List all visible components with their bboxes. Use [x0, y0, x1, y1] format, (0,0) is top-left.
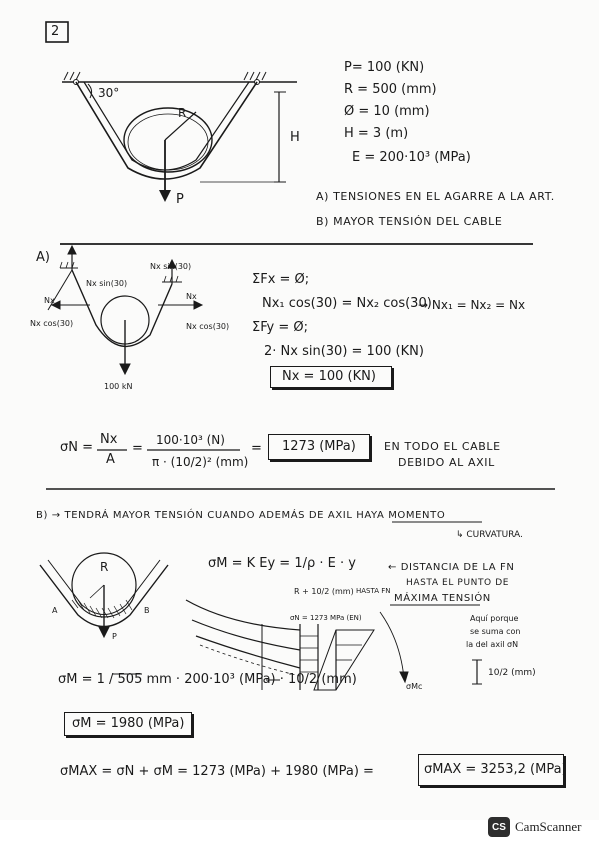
equation-horizontal-result: → Nx₁ = Nx₂ = Nx	[418, 298, 526, 312]
fbd-load: 100 kN	[104, 382, 133, 391]
angle-arc	[87, 83, 93, 99]
right-support-hatch	[243, 71, 267, 81]
equation-vertical: 2· Nx sin(30) = 100 (KN)	[264, 344, 424, 359]
detail-p-label: P	[112, 632, 117, 641]
sigma-m-formula: σM = K Ey = 1/ρ · E · y	[208, 556, 356, 571]
problem-number-box	[45, 21, 69, 43]
aqui-note-3: la del axil σN	[466, 640, 519, 649]
half-diameter-label: 10/2 (mm)	[488, 668, 536, 678]
equals-sign-1: =	[132, 441, 143, 456]
fbd-nx-sin30-left: Nx sin(30)	[86, 279, 128, 288]
distance-note-3: MÁXIMA TENSIÓN	[394, 593, 491, 604]
curvatura-note: ↳ CURVATURA.	[456, 530, 523, 540]
nx-result-box	[270, 366, 392, 388]
left-support-hatch	[63, 71, 81, 81]
angle-label: 30°	[98, 86, 120, 100]
equation-sum-fy: ΣFy = Ø;	[252, 320, 308, 335]
sigma-n-small-label: σN = 1273 MPa (EN)	[290, 614, 362, 622]
equals-sign-2: =	[251, 441, 262, 456]
load-label: P	[176, 192, 184, 207]
distance-note-2: HASTA EL PUNTO DE	[406, 578, 510, 588]
sigma-m-result-box	[64, 712, 192, 736]
fraction-nx: Nx	[100, 432, 118, 447]
height-label: H	[290, 130, 300, 145]
given-p: P= 100 (KN)	[344, 60, 425, 75]
sigma-n-result-box	[268, 434, 370, 460]
half-diameter-dim	[472, 659, 482, 685]
sigma-m-calculation: σM = 1 / 505 mm · 200·10³ (MPa) · 10/2 (…	[58, 672, 357, 687]
fbd-nx-sin30-right: Nx sin(30)	[150, 262, 192, 271]
note-due-axial: DEBIDO AL AXIL	[398, 456, 495, 469]
problem-number: 2	[51, 24, 60, 39]
fbd-nx-left: Nx	[44, 296, 55, 305]
fbd-nx-cos30-left: Nx cos(30)	[30, 319, 74, 328]
aqui-note-2: se suma con	[470, 627, 521, 636]
sigma-m-corner-label: σMc	[406, 682, 423, 691]
fraction-a: A	[106, 452, 115, 467]
y-note: HASTA FN	[356, 587, 391, 595]
sigma-m-result: σM = 1980 (MPa)	[72, 716, 185, 731]
figure-stress-diagram	[185, 599, 409, 691]
radius-label: R	[178, 106, 187, 120]
equation-sum-fx: ΣFx = Ø;	[252, 272, 310, 287]
load-arrowhead	[159, 190, 171, 202]
question-a: A) TENSIONES EN EL AGARRE A LA ART.	[316, 190, 555, 203]
camscanner-watermark: CS CamScanner	[488, 816, 581, 838]
sigma-n-label: σN =	[60, 440, 93, 455]
sigma-max-result-box	[418, 754, 564, 786]
sigma-max-calculation: σMAX = σN + σM = 1273 (MPa) + 1980 (MPa)…	[60, 764, 374, 779]
nx-result: Nx = 100 (KN)	[282, 369, 376, 384]
aqui-note-1: Aquí porque	[470, 614, 519, 623]
fraction-force: 100·10³ (N)	[156, 433, 225, 447]
part-a-marker: A)	[36, 250, 50, 265]
rho-note: R + 10/2 (mm)	[294, 587, 354, 596]
given-r: R = 500 (mm)	[344, 82, 437, 97]
note-whole-cable: EN TODO EL CABLE	[384, 440, 501, 453]
question-b: B) MAYOR TENSIÓN DEL CABLE	[316, 215, 503, 228]
free-body-diagram	[47, 244, 204, 376]
camscanner-text: CamScanner	[515, 819, 582, 834]
distance-note-1: ← DISTANCIA DE LA FN	[388, 562, 515, 573]
sigma-n-result: 1273 (MPa)	[282, 439, 356, 454]
camscanner-logo-icon: CS	[488, 817, 510, 837]
sigma-max-result: σMAX = 3253,2 (MPa)	[424, 762, 567, 777]
detail-b-label: B	[144, 606, 150, 615]
given-phi: Ø = 10 (mm)	[344, 104, 430, 119]
pulley-circle	[123, 107, 213, 173]
part-b-statement: B) → TENDRÁ MAYOR TENSIÓN CUANDO ADEMÁS …	[36, 510, 446, 521]
fbd-nx-right: Nx	[186, 292, 197, 301]
equation-horizontal: Nx₁ cos(30) = Nx₂ cos(30)	[262, 296, 432, 311]
fraction-area: π · (10/2)² (mm)	[152, 455, 249, 469]
given-e: E = 200·10³ (MPa)	[352, 150, 471, 165]
detail-r-label: R	[100, 560, 109, 574]
detail-a-label: A	[52, 606, 58, 615]
figure-cable-detail	[39, 552, 169, 639]
radius-line	[164, 111, 197, 141]
given-h: H = 3 (m)	[344, 126, 409, 141]
fbd-nx-cos30-right: Nx cos(30)	[186, 322, 230, 331]
